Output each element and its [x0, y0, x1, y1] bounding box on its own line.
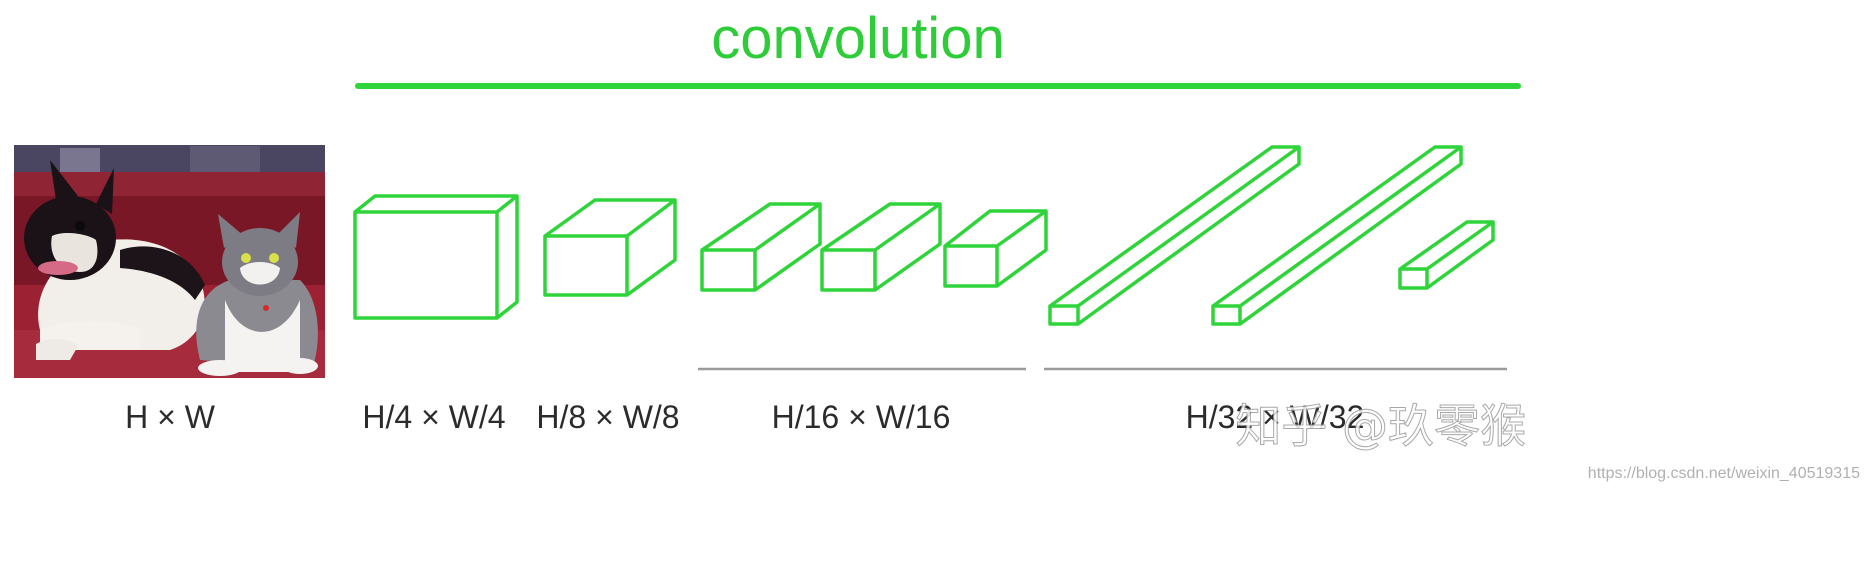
feature-map-2 — [543, 198, 677, 297]
feature-map-7 — [1211, 145, 1463, 326]
size-label-h16: H/16 × W/16 — [772, 399, 951, 435]
feature-map-6 — [1048, 145, 1301, 326]
diagram-title: convolution — [711, 6, 1004, 71]
input-size-label: H × W — [125, 399, 216, 435]
feature-map-8 — [1398, 220, 1495, 290]
feature-map-5 — [943, 209, 1048, 288]
size-label-h4: H/4 × W/4 — [362, 399, 505, 435]
size-label-h32: H/32 × W/32 — [1186, 399, 1365, 435]
zhihu-watermark: 知乎 @玖零猴 — [1235, 399, 1526, 453]
input-image — [14, 145, 325, 378]
feature-map-3 — [700, 202, 822, 292]
feature-map-1 — [353, 194, 519, 320]
feature-map-4 — [820, 202, 942, 292]
source-url-watermark: https://blog.csdn.net/weixin_40519315 — [1588, 465, 1860, 482]
size-label-h8: H/8 × W/8 — [536, 399, 679, 435]
